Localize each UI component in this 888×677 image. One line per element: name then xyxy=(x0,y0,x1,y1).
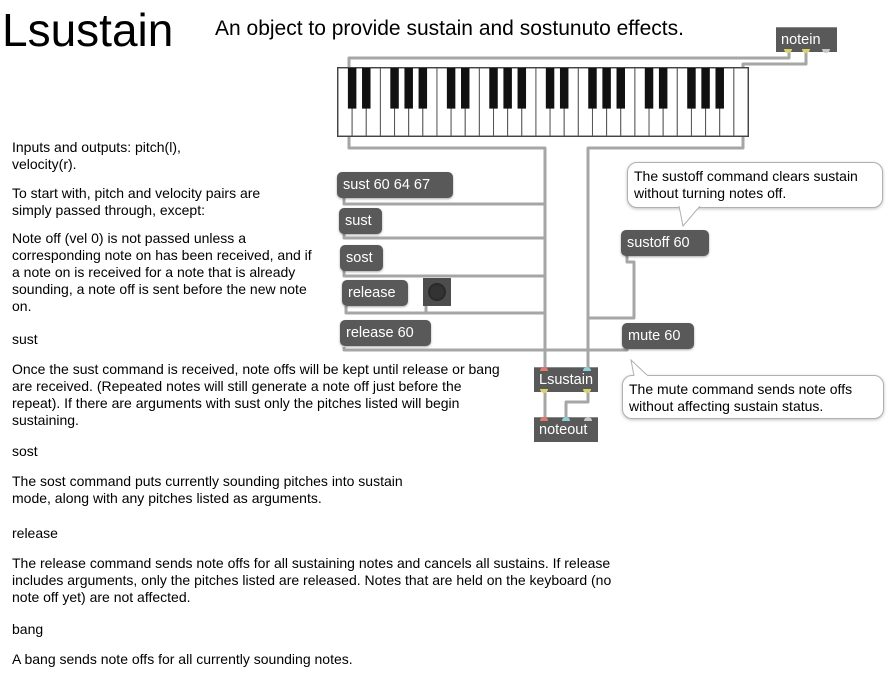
lsustain-object[interactable]: Lsustain xyxy=(534,367,598,393)
comment-sustoff-text: The sustoff command clears sustain witho… xyxy=(634,168,858,201)
lsustain-outlet-velocity[interactable] xyxy=(583,389,591,393)
cord-release-60 xyxy=(342,347,545,352)
comment-mute-pointer xyxy=(630,359,649,377)
notein-outlet-pitch[interactable] xyxy=(784,49,792,53)
noteout-inlet-velocity[interactable] xyxy=(562,417,570,421)
black-key[interactable] xyxy=(517,68,527,109)
doc-sust: Once the sust command is received, note … xyxy=(12,361,500,428)
black-key[interactable] xyxy=(545,68,555,109)
doc-note-off: Note off (vel 0) is not passed unless a … xyxy=(12,230,312,314)
black-key[interactable] xyxy=(489,68,498,109)
page-title: Lsustain xyxy=(2,4,174,56)
notein-outlet-channel[interactable] xyxy=(822,49,830,53)
noteout-object[interactable]: noteout xyxy=(534,417,598,442)
black-key[interactable] xyxy=(658,68,668,109)
comment-mute-text: The mute command sends note offs without… xyxy=(629,381,853,414)
black-key[interactable] xyxy=(687,68,696,109)
black-key[interactable] xyxy=(559,68,569,109)
doc-release: The release command sends note offs for … xyxy=(12,555,612,605)
black-key[interactable] xyxy=(362,68,371,109)
lsustain-inlet-pitch[interactable] xyxy=(540,367,548,371)
black-key[interactable] xyxy=(418,68,428,109)
doc-io: Inputs and outputs: pitch(l), velocity(r… xyxy=(12,139,181,172)
comment-sustoff: The sustoff command clears sustain witho… xyxy=(627,162,883,208)
black-key[interactable] xyxy=(404,68,413,109)
doc-sost: The sost command puts currently sounding… xyxy=(12,473,403,506)
cord-sost xyxy=(342,270,545,278)
message-sust-60-64-67[interactable]: sust 60 64 67 xyxy=(337,172,453,198)
noteout-inlet-pitch[interactable] xyxy=(540,417,548,421)
black-key[interactable] xyxy=(390,68,399,109)
cord-keyboard-pitch xyxy=(347,136,547,368)
lsustain-inlet-velocity[interactable] xyxy=(583,367,591,371)
notein-label: notein xyxy=(781,32,821,48)
white-key[interactable] xyxy=(733,67,749,137)
page-subtitle: An object to provide sustain and sostunu… xyxy=(215,17,684,40)
doc-heading-sust: sust xyxy=(12,331,38,347)
black-key[interactable] xyxy=(701,68,710,109)
noteout-label: noteout xyxy=(539,422,588,438)
cord-sust xyxy=(342,232,545,240)
cord-keyboard-velocity xyxy=(586,136,745,368)
black-key[interactable] xyxy=(446,68,456,109)
doc-intro: To start with, pitch and velocity pairs … xyxy=(12,185,261,218)
lsustain-outlet-pitch[interactable] xyxy=(540,389,548,393)
lsustain-label: Lsustain xyxy=(539,372,594,388)
cord-notein-keyboard-velocity xyxy=(741,52,808,110)
message-release-60[interactable]: release 60 xyxy=(340,320,431,346)
black-key[interactable] xyxy=(588,68,597,109)
doc-heading-bang: bang xyxy=(12,621,44,637)
message-sust[interactable]: sust xyxy=(339,208,382,234)
message-release[interactable]: release xyxy=(342,280,408,306)
black-key[interactable] xyxy=(461,68,470,109)
black-key[interactable] xyxy=(644,68,654,109)
bang-indicator xyxy=(428,283,446,301)
message-sustoff-60[interactable]: sustoff 60 xyxy=(621,230,709,256)
comment-sustoff-pointer xyxy=(678,206,701,228)
doc-heading-release: release xyxy=(12,525,58,541)
doc-heading-sost: sost xyxy=(12,443,38,459)
cord-sust-args xyxy=(342,197,545,206)
notein-outlet-velocity[interactable] xyxy=(802,49,810,53)
cord-release xyxy=(344,306,545,315)
message-sost[interactable]: sost xyxy=(340,245,383,271)
notein-object[interactable]: notein xyxy=(776,27,837,53)
black-key[interactable] xyxy=(602,68,611,109)
kslider-keyboard[interactable] xyxy=(337,67,749,137)
black-key[interactable] xyxy=(715,68,724,109)
message-mute-60[interactable]: mute 60 xyxy=(622,323,694,349)
cord-lsustain-noteout-velocity xyxy=(564,392,590,418)
bang-button[interactable] xyxy=(423,278,451,306)
doc-bang: A bang sends note offs for all currently… xyxy=(12,651,353,667)
black-key[interactable] xyxy=(347,68,357,109)
noteout-inlet-channel[interactable] xyxy=(584,417,592,421)
black-key[interactable] xyxy=(616,68,625,109)
comment-mute: The mute command sends note offs without… xyxy=(622,375,884,419)
black-key[interactable] xyxy=(503,68,512,109)
cord-mute xyxy=(545,348,629,352)
cord-sustoff xyxy=(588,256,636,320)
